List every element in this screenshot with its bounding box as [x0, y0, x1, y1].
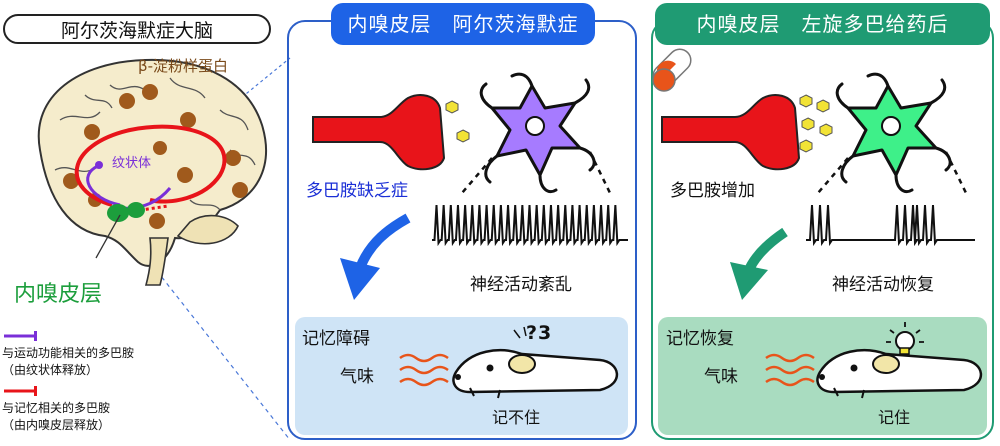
activity-disordered-label: 神经活动紊乱 — [470, 275, 572, 295]
mouse-ad — [452, 348, 619, 399]
neuron-ad — [479, 72, 596, 194]
amyloid-plaques — [63, 84, 248, 229]
zoom-line-ad-right — [588, 151, 612, 194]
legend-purple-line1: 与运动功能相关的多巴胺 — [2, 346, 135, 360]
zoom-line-ad-left — [461, 157, 493, 194]
entorhinal-label: 内嗅皮层 — [14, 282, 103, 307]
striatum-label: 纹状体 — [112, 156, 152, 171]
spike-train-ad — [432, 204, 628, 247]
brain-title: 阿尔茨海默症大脑 — [3, 14, 271, 44]
levodopa-pill-icon — [652, 48, 692, 92]
memory-recovery-title: 记忆恢复 — [666, 329, 734, 349]
legend-red-line1: 与记忆相关的多巴胺 — [2, 401, 111, 415]
amyloid-label: β-淀粉样蛋白 — [138, 57, 228, 75]
legend-red-line2: （由内嗅皮层释放） — [2, 418, 111, 432]
brainstem — [144, 237, 169, 286]
arrow-ld-head — [730, 262, 768, 300]
lightbulb-icon — [886, 322, 924, 355]
cannot-remember-label: 记不住 — [492, 408, 541, 427]
dopamine-dots-ld — [799, 94, 833, 153]
entorhinal-cortex-shape — [127, 202, 145, 218]
axon-terminal-ld — [661, 94, 801, 171]
dopamine-deficiency-label: 多巴胺缺乏症 — [306, 181, 408, 201]
zoom-line-ld-left — [817, 157, 849, 194]
remember-label: 记住 — [878, 408, 911, 427]
connector-top-line — [213, 57, 291, 121]
neuron-ld — [835, 72, 952, 194]
entorhinal-pointer — [95, 214, 121, 259]
brain-illustration — [37, 58, 267, 286]
panel-levodopa-header: 内嗅皮层 左旋多巴给药后 — [655, 3, 990, 45]
legend-purple-line2: （由纹状体释放） — [2, 363, 99, 377]
zoom-line-ld-right — [944, 151, 968, 194]
panel-alzheimers-header: 内嗅皮层 阿尔茨海默症 — [331, 3, 595, 45]
activity-restored-label: 神经活动恢复 — [832, 275, 934, 295]
axon-terminal-ad — [312, 94, 446, 171]
mouse-ld — [816, 348, 983, 399]
striatum-pathway — [86, 164, 121, 207]
smell-label-ld: 气味 — [704, 367, 738, 387]
smell-label-ad: 气味 — [340, 367, 374, 387]
spike-train-ld — [806, 204, 975, 247]
dopamine-dots-ad — [445, 100, 470, 143]
smell-waves-ad — [399, 353, 449, 387]
cerebellum — [176, 214, 239, 245]
confused-marks: ?3 — [526, 322, 553, 344]
memory-dopamine-pathway — [74, 124, 227, 207]
arrow-ld-shaft — [743, 227, 788, 275]
smell-waves-ld — [765, 353, 815, 387]
dopamine-increase-label: 多巴胺增加 — [670, 181, 755, 201]
arrow-ad-shaft — [355, 213, 411, 270]
memory-impairment-title: 记忆障碍 — [302, 329, 370, 349]
arrow-ad-head — [340, 258, 380, 300]
